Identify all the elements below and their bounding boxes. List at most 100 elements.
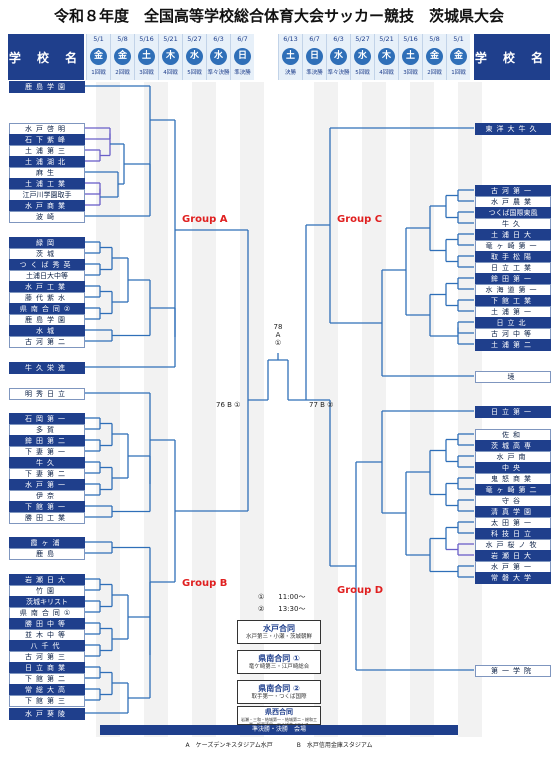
team-left-46: 水戸葵陵 [9, 708, 85, 720]
team-right-16: 境 [475, 371, 551, 383]
column-stripe [362, 82, 386, 737]
joint-team-members: 竜ケ崎第三・江戸崎総合 [248, 664, 310, 670]
round-name: 決勝 [284, 70, 296, 76]
round-date: 5/1 [93, 35, 104, 43]
round-date: 6/7 [309, 35, 320, 43]
team-left-9: 波崎 [9, 211, 85, 223]
round-date: 5/16 [139, 35, 154, 43]
weekday-badge: 水 [330, 48, 347, 65]
venue-legend: A ケーズデンキスタジアム水戸 B 水戸信用金庫スタジアム [185, 742, 373, 749]
school-name-header-left: 学 校 名 [8, 34, 84, 80]
round-date: 5/16 [403, 35, 418, 43]
weekday-badge: 金 [450, 48, 467, 65]
team-left-19: 古河第二 [9, 336, 85, 348]
weekday-badge: 土 [402, 48, 419, 65]
semi-left-label: 76 B ① [216, 401, 241, 409]
round-name: 4回戦 [163, 70, 178, 76]
venue-bar: 準決勝・決勝 会場 [100, 725, 458, 735]
team-left-45: 下館第三 [9, 695, 85, 707]
round-date: 6/7 [237, 35, 248, 43]
round-column-left-6: 6/7 日準決勝 [230, 34, 254, 80]
joint-team-members: 水戸第三・小瀬・茨城朝鮮 [245, 634, 312, 640]
round-name: 準決勝 [306, 70, 323, 76]
joint-team-title: 水戸合同 [263, 624, 295, 633]
round-column-left-4: 5/27 水 5回戦 [182, 34, 206, 80]
joint-team-title: 県南合同 ② [258, 684, 300, 693]
final-match-label: 78 A ① [270, 323, 286, 347]
weekday-badge: 土 [282, 48, 299, 65]
round-date: 6/3 [333, 35, 344, 43]
round-name: 2回戦 [427, 70, 442, 76]
final-slot: ① [274, 339, 282, 347]
round-date: 6/13 [283, 35, 298, 43]
team-right-31: 常磐大学 [475, 572, 551, 584]
weekday-badge: 日 [306, 48, 323, 65]
final-venue: A [275, 331, 281, 339]
weekday-badge: 金 [426, 48, 443, 65]
group-c-label: Group C [337, 214, 383, 225]
joint-team-box-kennan-2: 県南合同 ② 取手第一・つくば国際 [237, 680, 321, 704]
weekday-badge: 日 [234, 48, 251, 65]
weekday-badge: 水 [210, 48, 227, 65]
column-stripe [192, 82, 216, 737]
joint-team-members: 取手第一・つくば国際 [251, 694, 307, 700]
joint-team-title: 県西合同 [265, 708, 293, 716]
team-left-0: 鹿島学園 [9, 81, 85, 93]
round-column-right-5: 5/16 土 3回戦 [398, 34, 422, 80]
round-date: 5/21 [163, 35, 178, 43]
team-right-32: 第一学院 [475, 665, 551, 677]
semi-right-label: 77 B ② [309, 401, 334, 409]
round-name: 準々決勝 [327, 70, 350, 76]
group-b-label: Group B [182, 578, 228, 589]
team-left-21: 明秀日立 [9, 388, 85, 400]
round-name: 4回戦 [379, 70, 394, 76]
round-column-right-0: 6/13 土決勝 [278, 34, 302, 80]
round-column-right-4: 5/21 木 4回戦 [374, 34, 398, 80]
round-name: 準決勝 [234, 70, 251, 76]
weekday-badge: 土 [138, 48, 155, 65]
column-stripe [410, 82, 434, 737]
round-name: 3回戦 [139, 70, 154, 76]
team-right-0: 東洋大牛久 [475, 123, 551, 135]
group-a-label: Group A [182, 214, 228, 225]
school-name-header-right: 学 校 名 [474, 34, 550, 80]
round-date: 5/8 [429, 35, 440, 43]
round-date: 5/21 [379, 35, 394, 43]
team-right-15: 土浦第二 [475, 339, 551, 351]
joint-team-box-kensei: 県西合同 岩瀬・三和・結城第一・結城第二・総和工業・坂東清風・つくばサイエンス [237, 706, 321, 725]
round-date: 5/8 [117, 35, 128, 43]
joint-team-title: 県南合同 ① [258, 654, 300, 663]
round-date: 5/27 [187, 35, 202, 43]
kickoff-time-1: ① 11:00～ [258, 593, 306, 601]
round-column-right-1: 6/7 日準決勝 [302, 34, 326, 80]
weekday-badge: 金 [114, 48, 131, 65]
round-name: 1回戦 [91, 70, 106, 76]
column-stripe [144, 82, 168, 737]
team-left-20: 牛久栄進 [9, 362, 85, 374]
team-right-17: 日立第一 [475, 406, 551, 418]
round-name: 1回戦 [451, 70, 466, 76]
round-name: 3回戦 [403, 70, 418, 76]
joint-team-box-kennan-1: 県南合同 ① 竜ケ崎第三・江戸崎総合 [237, 650, 321, 674]
round-date: 5/27 [355, 35, 370, 43]
round-column-right-6: 5/8 金 2回戦 [422, 34, 446, 80]
round-column-left-2: 5/16 土 3回戦 [134, 34, 158, 80]
team-left-33: 鹿島 [9, 548, 85, 560]
round-column-right-2: 6/3 水準々決勝 [326, 34, 350, 80]
final-match-number: 78 [273, 323, 283, 331]
joint-team-members: 岩瀬・三和・結城第一・結城第二・総和工業・坂東清風・つくばサイエンス [241, 717, 317, 725]
team-left-31: 勝田工業 [9, 512, 85, 524]
weekday-badge: 水 [354, 48, 371, 65]
weekday-badge: 水 [186, 48, 203, 65]
weekday-badge: 木 [378, 48, 395, 65]
page-title: 令和８年度 全国高等学校総合体育大会サッカー競技 茨城県大会 [53, 7, 504, 25]
round-name: 5回戦 [187, 70, 202, 76]
group-d-label: Group D [337, 585, 384, 596]
joint-team-box-mito: 水戸合同 水戸第三・小瀬・茨城朝鮮 [237, 620, 321, 644]
